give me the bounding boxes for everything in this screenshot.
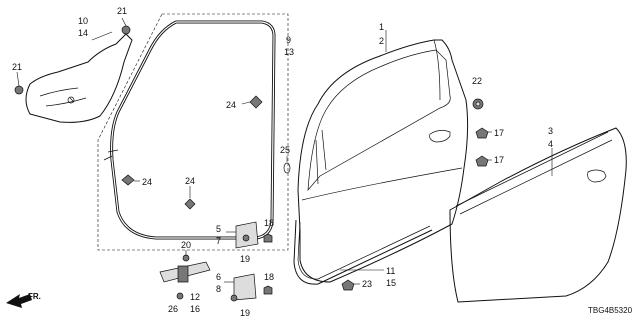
- callout-18-lower: 18: [264, 272, 274, 282]
- callout-9: 9: [286, 35, 291, 45]
- callout-19-upper: 19: [240, 254, 250, 264]
- door-opening-weatherstrip: [103, 20, 276, 240]
- grommet-22: [472, 98, 484, 110]
- ring-25: [283, 156, 291, 174]
- diagram-code: TBG4B5320: [588, 306, 633, 315]
- door-lower-seal-strip: [293, 219, 433, 285]
- callout-8: 8: [216, 284, 221, 294]
- clip-17-lower: [475, 155, 492, 167]
- seal-clip-upper: [241, 95, 263, 109]
- callout-14: 14: [78, 28, 88, 38]
- callout-7: 7: [216, 236, 221, 246]
- lower-hinge: [224, 273, 273, 302]
- door-checker: [159, 250, 211, 300]
- insulator-clip-left: [14, 71, 24, 95]
- callout-16: 16: [190, 304, 200, 314]
- callout-17-upper: 17: [494, 128, 504, 138]
- insulator-clip-top: [121, 17, 131, 35]
- seal-clip-bottom: [184, 186, 196, 210]
- callout-3: 3: [548, 126, 553, 136]
- callout-22: 22: [472, 76, 482, 86]
- callout-2: 2: [379, 36, 384, 46]
- door-insulator-shield: [25, 31, 133, 123]
- callout-10: 10: [78, 16, 88, 26]
- opening-trim-group-box: [97, 13, 289, 251]
- direction-label: FR.: [28, 292, 41, 301]
- callout-18-upper: 18: [264, 218, 274, 228]
- callout-24-bottom: 24: [185, 176, 195, 186]
- callout-11: 11: [386, 266, 395, 276]
- callout-24-left: 24: [142, 177, 152, 187]
- callout-5: 5: [216, 224, 221, 234]
- callout-25: 25: [280, 145, 290, 155]
- front-door-panel: [297, 30, 469, 283]
- callout-21-top: 21: [117, 6, 127, 16]
- callout-17-lower: 17: [494, 155, 504, 165]
- callout-20: 20: [181, 240, 191, 250]
- callout-13: 13: [284, 47, 294, 57]
- callout-15: 15: [386, 278, 396, 288]
- callout-24-upper: 24: [226, 100, 236, 110]
- callout-1: 1: [379, 22, 384, 32]
- rear-door-panel: [449, 127, 627, 303]
- front-direction-arrow: FR.: [6, 292, 41, 308]
- callout-19-lower: 19: [240, 308, 250, 318]
- callout-26: 26: [168, 304, 178, 314]
- clip-17-upper: [475, 127, 492, 139]
- upper-hinge: [226, 221, 273, 249]
- callout-6: 6: [216, 272, 221, 282]
- seal-clip-left: [121, 174, 140, 186]
- callout-12: 12: [190, 292, 200, 302]
- callout-4: 4: [548, 139, 553, 149]
- callout-23: 23: [362, 279, 372, 289]
- callout-21-left: 21: [12, 62, 22, 72]
- clip-23: [341, 279, 360, 291]
